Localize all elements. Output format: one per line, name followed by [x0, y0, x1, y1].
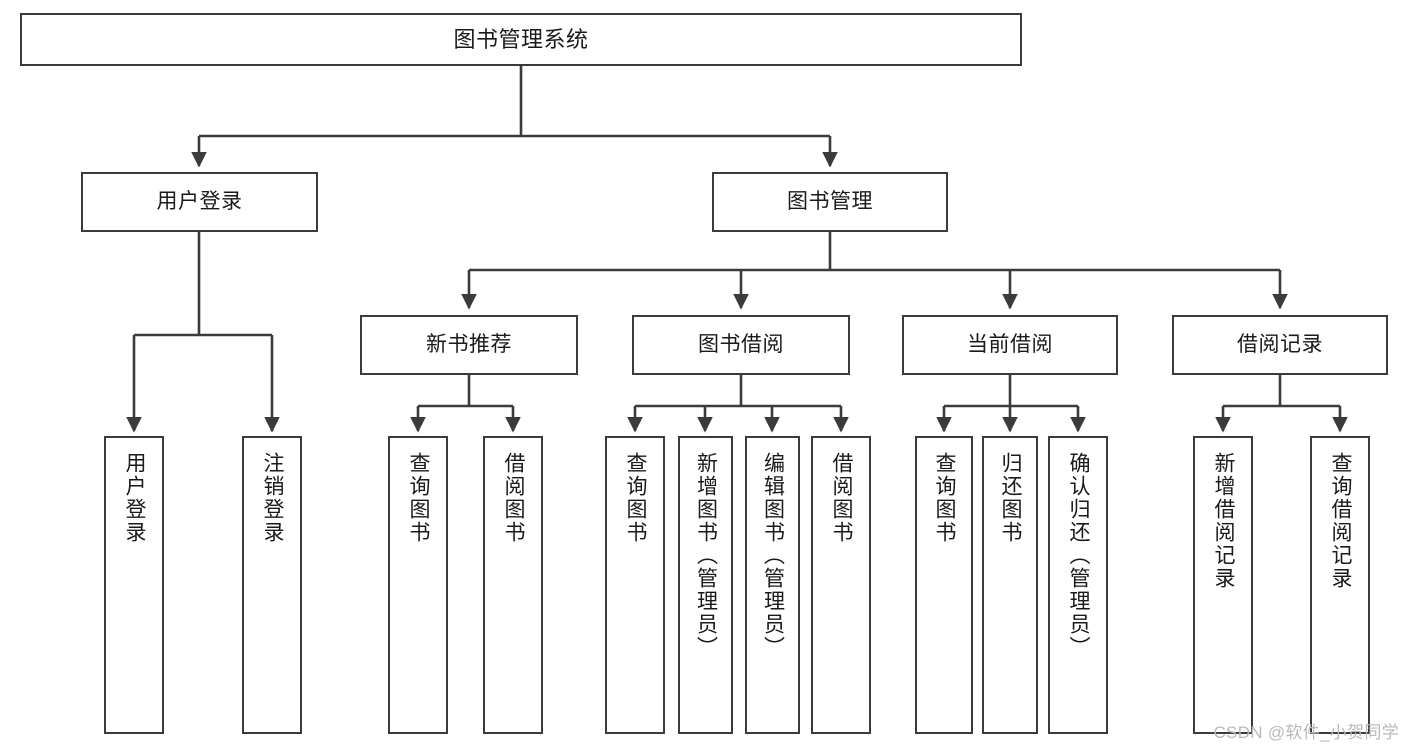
node-current-borrow[interactable]: 当前借阅: [902, 315, 1118, 375]
node-user-login-label: 用户登录: [156, 189, 243, 213]
leaf-borrow-book-2[interactable]: 借阅图书: [811, 436, 871, 734]
leaf-borrow-book-1-label: 借阅图书: [502, 452, 526, 544]
leaf-confirm-return[interactable]: 确认归还（管理员）: [1048, 436, 1108, 734]
leaf-query-record[interactable]: 查询借阅记录: [1310, 436, 1370, 734]
node-borrow-record-label: 借阅记录: [1237, 332, 1323, 356]
leaf-add-book-label: 新增图书（管理员）: [694, 452, 718, 659]
node-book-manage[interactable]: 图书管理: [712, 172, 948, 232]
leaf-query-book-1[interactable]: 查询图书: [388, 436, 448, 734]
leaf-user-login-label: 用户登录: [123, 452, 147, 544]
leaf-query-book-3[interactable]: 查询图书: [915, 436, 973, 734]
node-book-borrow[interactable]: 图书借阅: [632, 315, 850, 375]
leaf-logout-login-label: 注销登录: [261, 452, 285, 544]
leaf-edit-book[interactable]: 编辑图书（管理员）: [745, 436, 800, 734]
leaf-query-book-3-label: 查询图书: [933, 452, 957, 544]
leaf-user-login[interactable]: 用户登录: [104, 436, 164, 734]
node-current-borrow-label: 当前借阅: [967, 332, 1053, 356]
node-new-book-rec[interactable]: 新书推荐: [360, 315, 578, 375]
leaf-edit-book-label: 编辑图书（管理员）: [761, 452, 785, 659]
node-book-manage-label: 图书管理: [787, 189, 873, 213]
leaf-confirm-return-label: 确认归还（管理员）: [1067, 452, 1091, 659]
leaf-borrow-book-2-label: 借阅图书: [830, 452, 854, 544]
leaf-query-record-label: 查询借阅记录: [1329, 452, 1353, 590]
csdn-watermark: CSDN @软件_小贺同学: [1213, 723, 1399, 742]
leaf-return-book[interactable]: 归还图书: [982, 436, 1038, 734]
leaf-logout-login[interactable]: 注销登录: [242, 436, 302, 734]
leaf-query-book-2[interactable]: 查询图书: [605, 436, 665, 734]
leaf-add-record[interactable]: 新增借阅记录: [1193, 436, 1253, 734]
node-root[interactable]: 图书管理系统: [20, 13, 1022, 66]
leaf-return-book-label: 归还图书: [999, 452, 1023, 544]
node-book-borrow-label: 图书借阅: [698, 332, 784, 356]
node-borrow-record[interactable]: 借阅记录: [1172, 315, 1388, 375]
leaf-query-book-2-label: 查询图书: [624, 452, 648, 544]
node-root-label: 图书管理系统: [453, 26, 589, 52]
leaf-query-book-1-label: 查询图书: [407, 452, 431, 544]
leaf-add-record-label: 新增借阅记录: [1212, 452, 1236, 590]
node-user-login[interactable]: 用户登录: [81, 172, 318, 232]
leaf-add-book[interactable]: 新增图书（管理员）: [678, 436, 733, 734]
node-new-book-rec-label: 新书推荐: [426, 332, 512, 356]
leaf-borrow-book-1[interactable]: 借阅图书: [483, 436, 543, 734]
